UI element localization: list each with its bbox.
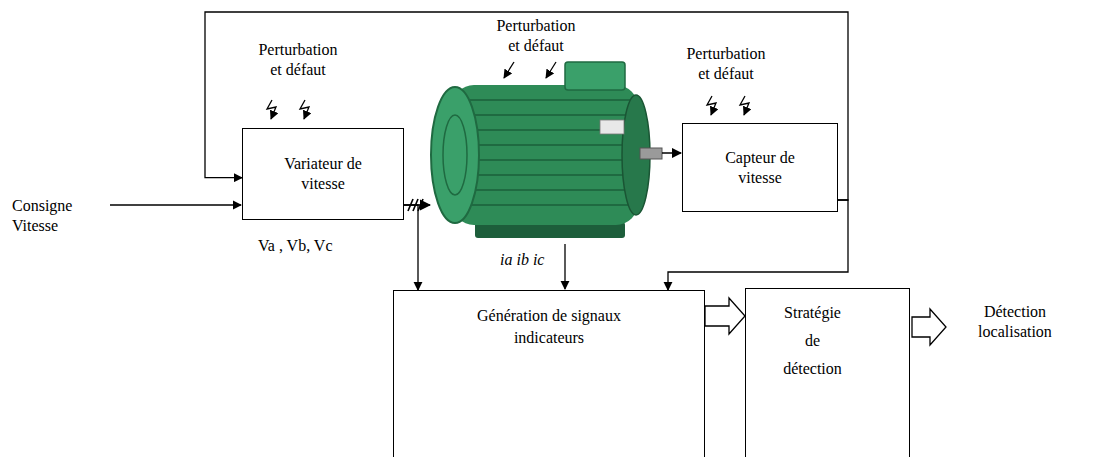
- output-arrow: [912, 309, 946, 345]
- setpoint-arrow: [110, 204, 241, 205]
- disturbance-symbol: [267, 62, 749, 119]
- process-box: Stratégie de détection: [745, 288, 910, 457]
- current-line: [564, 244, 565, 289]
- process-box: Variateur de vitesse: [242, 128, 404, 220]
- process-box: Capteur de vitesse: [682, 123, 838, 212]
- signal-label: Détection localisation: [950, 302, 1080, 342]
- signal-arrow: [404, 205, 418, 290]
- box-label: Capteur de vitesse: [713, 148, 807, 188]
- box-label: Génération de signaux indicateurs: [464, 305, 634, 348]
- signal-label: Perturbation et défaut: [490, 16, 582, 56]
- signal-arrow: [668, 200, 848, 290]
- signal-label: Perturbation et défaut: [680, 44, 772, 84]
- signal-arrow: [205, 12, 848, 200]
- signal-label: Va , Vb, Vc: [258, 236, 368, 256]
- box-label: Stratégie de détection: [776, 299, 849, 383]
- signal-label: ia ib ic: [500, 250, 560, 270]
- box-label: Variateur de vitesse: [271, 154, 375, 194]
- process-box: Génération de signaux indicateurs: [393, 290, 705, 457]
- signal-arrow: [705, 298, 745, 334]
- shaft-arrow: [662, 152, 681, 154]
- signal-label: Consigne Vitesse: [12, 196, 94, 236]
- signal-label: Perturbation et défaut: [252, 40, 344, 80]
- motor-illustration: [431, 62, 662, 238]
